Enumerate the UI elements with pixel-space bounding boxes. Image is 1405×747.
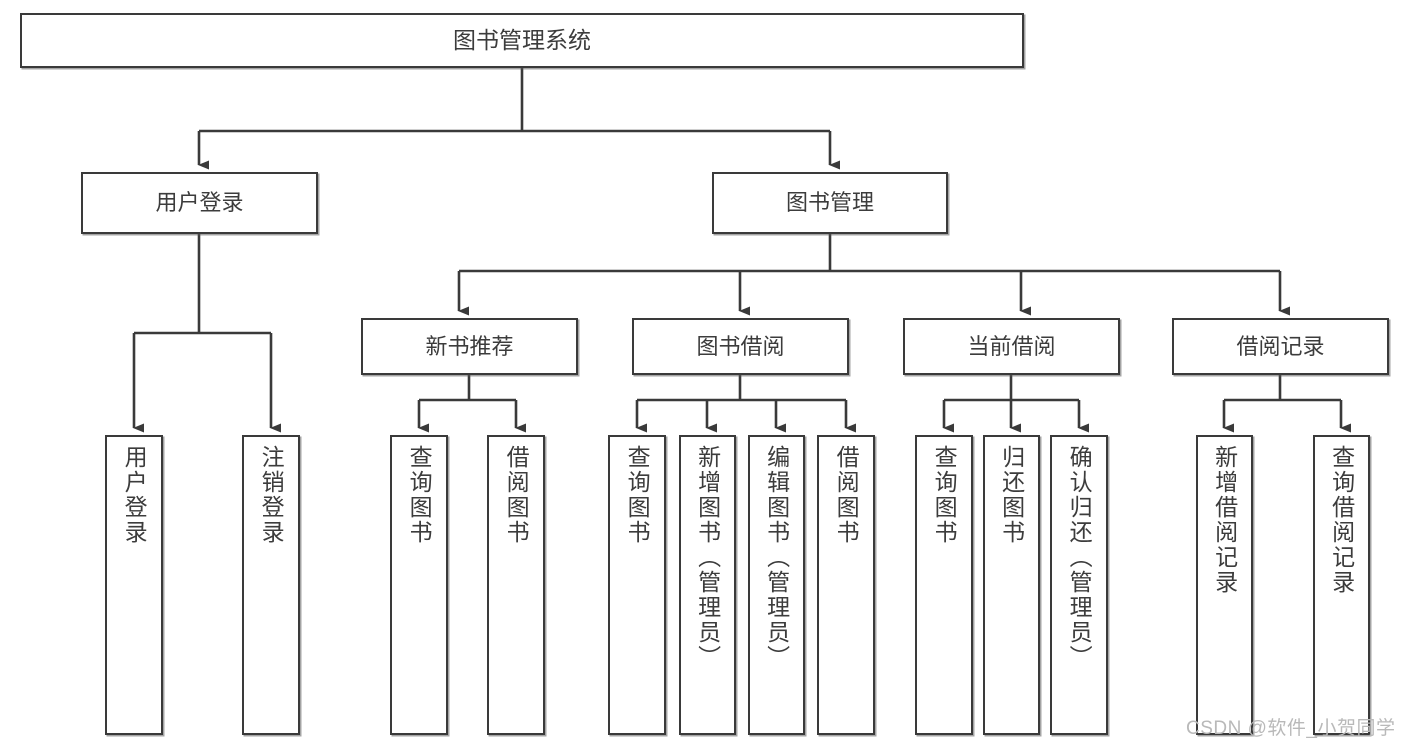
leaf-book-borrow-borrow[interactable]: 借阅图书 (817, 435, 875, 735)
leaf-user-login-logout[interactable]: 注销登录 (242, 435, 300, 735)
node-user-login[interactable]: 用户登录 (81, 172, 318, 234)
node-root-system-label: 图书管理系统 (453, 27, 591, 54)
leaf-book-borrow-borrow-label: 借阅图书 (833, 445, 860, 545)
leaf-new-book-borrow[interactable]: 借阅图书 (487, 435, 545, 735)
node-book-borrow[interactable]: 图书借阅 (632, 318, 849, 375)
leaf-current-borrow-confirm-return-label: 确认归还（管理员） (1066, 445, 1093, 670)
node-book-management[interactable]: 图书管理 (712, 172, 948, 234)
leaf-new-book-query[interactable]: 查询图书 (390, 435, 448, 735)
node-new-book-recommend[interactable]: 新书推荐 (361, 318, 578, 375)
node-current-borrow-label: 当前借阅 (967, 333, 1056, 359)
leaf-borrow-record-add[interactable]: 新增借阅记录 (1196, 435, 1253, 735)
leaf-user-login-login[interactable]: 用户登录 (105, 435, 163, 735)
leaf-book-borrow-edit[interactable]: 编辑图书（管理员） (748, 435, 805, 735)
leaf-current-borrow-return-label: 归还图书 (998, 445, 1025, 545)
leaf-borrow-record-query-label: 查询借阅记录 (1328, 445, 1355, 595)
leaf-user-login-logout-label: 注销登录 (258, 445, 285, 545)
node-book-borrow-label: 图书借阅 (696, 333, 785, 359)
node-user-login-label: 用户登录 (155, 190, 244, 216)
node-book-management-label: 图书管理 (785, 190, 874, 216)
leaf-book-borrow-query[interactable]: 查询图书 (608, 435, 666, 735)
csdn-watermark: CSDN @软件_小贺同学 (1186, 718, 1396, 739)
leaf-user-login-login-label: 用户登录 (121, 445, 148, 545)
leaf-book-borrow-add-label: 新增图书（管理员） (694, 445, 721, 670)
leaf-book-borrow-add[interactable]: 新增图书（管理员） (679, 435, 736, 735)
node-root-system[interactable]: 图书管理系统 (20, 13, 1024, 68)
leaf-borrow-record-add-label: 新增借阅记录 (1211, 445, 1238, 595)
node-current-borrow[interactable]: 当前借阅 (903, 318, 1120, 375)
leaf-new-book-borrow-label: 借阅图书 (503, 445, 530, 545)
leaf-current-borrow-return[interactable]: 归还图书 (983, 435, 1040, 735)
leaf-book-borrow-edit-label: 编辑图书（管理员） (763, 445, 790, 670)
node-borrow-record[interactable]: 借阅记录 (1172, 318, 1389, 375)
node-new-book-recommend-label: 新书推荐 (425, 333, 514, 359)
leaf-current-borrow-confirm-return[interactable]: 确认归还（管理员） (1050, 435, 1108, 735)
leaf-current-borrow-query[interactable]: 查询图书 (915, 435, 973, 735)
leaf-new-book-query-label: 查询图书 (406, 445, 433, 545)
node-borrow-record-label: 借阅记录 (1236, 333, 1325, 359)
leaf-current-borrow-query-label: 查询图书 (931, 445, 958, 545)
leaf-borrow-record-query[interactable]: 查询借阅记录 (1313, 435, 1370, 735)
leaf-book-borrow-query-label: 查询图书 (624, 445, 651, 545)
